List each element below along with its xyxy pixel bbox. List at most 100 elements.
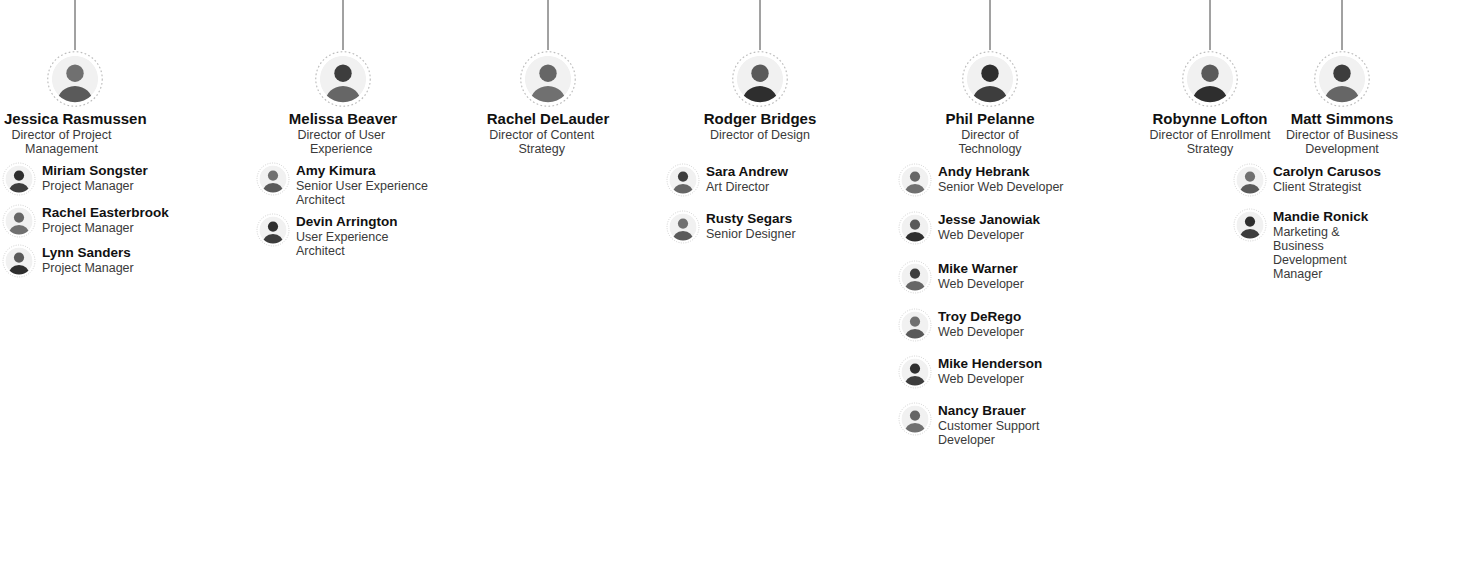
person-name: Mike Henderson [938,356,1088,372]
job-title: Project Manager [42,179,192,193]
person-name: Mike Warner [938,261,1088,277]
person-text: Mandie RonickMarketing & Business Develo… [1273,208,1368,281]
director-card: Phil PelanneDirector of Technology [940,50,1040,156]
person-text: Jesse JanowiakWeb Developer [938,211,1088,242]
staff-card: Andy HebrankSenior Web Developer [898,163,1088,197]
person-name: Rodger Bridges [695,110,825,128]
staff-card: Nancy BrauerCustomer Support Developer [898,402,1053,447]
director-card: Rodger BridgesDirector of Design [695,50,825,142]
avatar-photo [1313,50,1371,108]
job-title: Marketing & Business Development Manager [1273,225,1363,281]
person-name: Phil Pelanne [940,110,1040,128]
person-name: Amy Kimura [296,163,456,179]
staff-card: Carolyn CarusosClient Strategist [1233,163,1403,197]
staff-card: Jesse JanowiakWeb Developer [898,211,1088,245]
job-title: Art Director [706,180,816,194]
avatar-photo [1181,50,1239,108]
avatar-photo [1233,208,1267,242]
reporting-line [760,0,761,50]
reporting-line [548,0,549,50]
job-title: Director of User Experience [289,128,394,156]
person-text: Melissa BeaverDirector of User Experienc… [289,108,397,156]
person-text: Troy DeRegoWeb Developer [938,308,1088,339]
job-title: Web Developer [938,325,1088,339]
avatar-photo [961,50,1019,108]
job-title: Client Strategist [1273,180,1403,194]
person-name: Robynne Lofton [1143,110,1278,128]
director-card: Melissa BeaverDirector of User Experienc… [289,50,397,156]
person-text: Phil PelanneDirector of Technology [940,108,1040,156]
person-name: Devin Arrington [296,214,398,230]
job-title: Senior Designer [706,227,816,241]
job-title: Customer Support Developer [938,419,1053,447]
person-text: Devin ArringtonUser Experience Architect [296,213,398,258]
staff-card: Rachel EasterbrookProject Manager [2,204,192,238]
avatar-photo [256,213,290,247]
staff-card: Mike HendersonWeb Developer [898,355,1088,389]
person-text: Matt SimmonsDirector of Business Develop… [1282,108,1402,156]
person-text: Miriam SongsterProject Manager [42,162,192,193]
person-name: Jesse Janowiak [938,212,1088,228]
avatar-photo [898,355,932,389]
staff-card: Mandie RonickMarketing & Business Develo… [1233,208,1368,281]
avatar-photo [898,211,932,245]
person-name: Lynn Sanders [42,245,192,261]
director-card: Rachel DeLauderDirector of Content Strat… [487,50,610,156]
staff-card: Lynn SandersProject Manager [2,244,192,278]
person-text: Jessica RasmussenDirector of Project Man… [4,108,147,156]
person-name: Matt Simmons [1282,110,1402,128]
staff-card: Devin ArringtonUser Experience Architect [256,213,398,258]
avatar-photo [2,204,36,238]
staff-card: Miriam SongsterProject Manager [2,162,192,196]
avatar-photo [666,210,700,244]
staff-card: Rusty SegarsSenior Designer [666,210,816,244]
job-title: Director of Business Development [1282,128,1402,156]
staff-card: Sara AndrewArt Director [666,163,816,197]
avatar-photo [314,50,372,108]
reporting-line [343,0,344,50]
person-text: Sara AndrewArt Director [706,163,816,194]
reporting-line [990,0,991,50]
job-title: Director of Design [695,128,825,142]
job-title: Director of Technology [940,128,1040,156]
reporting-line [75,0,76,50]
job-title: Project Manager [42,261,192,275]
person-name: Sara Andrew [706,164,816,180]
person-name: Miriam Songster [42,163,192,179]
person-text: Nancy BrauerCustomer Support Developer [938,402,1053,447]
person-name: Jessica Rasmussen [4,110,147,128]
person-text: Andy HebrankSenior Web Developer [938,163,1088,194]
avatar-photo [898,308,932,342]
person-name: Carolyn Carusos [1273,164,1403,180]
person-text: Rachel EasterbrookProject Manager [42,204,192,235]
job-title: Senior User Experience Architect [296,179,456,207]
avatar-photo [519,50,577,108]
person-text: Robynne LoftonDirector of Enrollment Str… [1143,108,1278,156]
staff-card: Amy KimuraSenior User Experience Archite… [256,162,456,207]
job-title: Web Developer [938,372,1088,386]
avatar-photo [898,163,932,197]
person-name: Rusty Segars [706,211,816,227]
person-text: Mike WarnerWeb Developer [938,260,1088,291]
reporting-line [1210,0,1211,50]
person-name: Rachel Easterbrook [42,205,192,221]
person-name: Mandie Ronick [1273,209,1368,225]
person-name: Rachel DeLauder [487,110,610,128]
avatar-photo [898,402,932,436]
director-card: Matt SimmonsDirector of Business Develop… [1282,50,1402,156]
avatar-photo [1233,163,1267,197]
person-text: Carolyn CarusosClient Strategist [1273,163,1403,194]
person-text: Mike HendersonWeb Developer [938,355,1088,386]
person-name: Melissa Beaver [289,110,397,128]
staff-card: Mike WarnerWeb Developer [898,260,1088,294]
job-title: Web Developer [938,277,1088,291]
director-card: Jessica RasmussenDirector of Project Man… [4,50,147,156]
job-title: Director of Enrollment Strategy [1143,128,1278,156]
job-title: Director of Project Management [4,128,119,156]
person-text: Amy KimuraSenior User Experience Archite… [296,162,456,207]
person-name: Nancy Brauer [938,403,1053,419]
avatar-photo [2,244,36,278]
person-text: Lynn SandersProject Manager [42,244,192,275]
